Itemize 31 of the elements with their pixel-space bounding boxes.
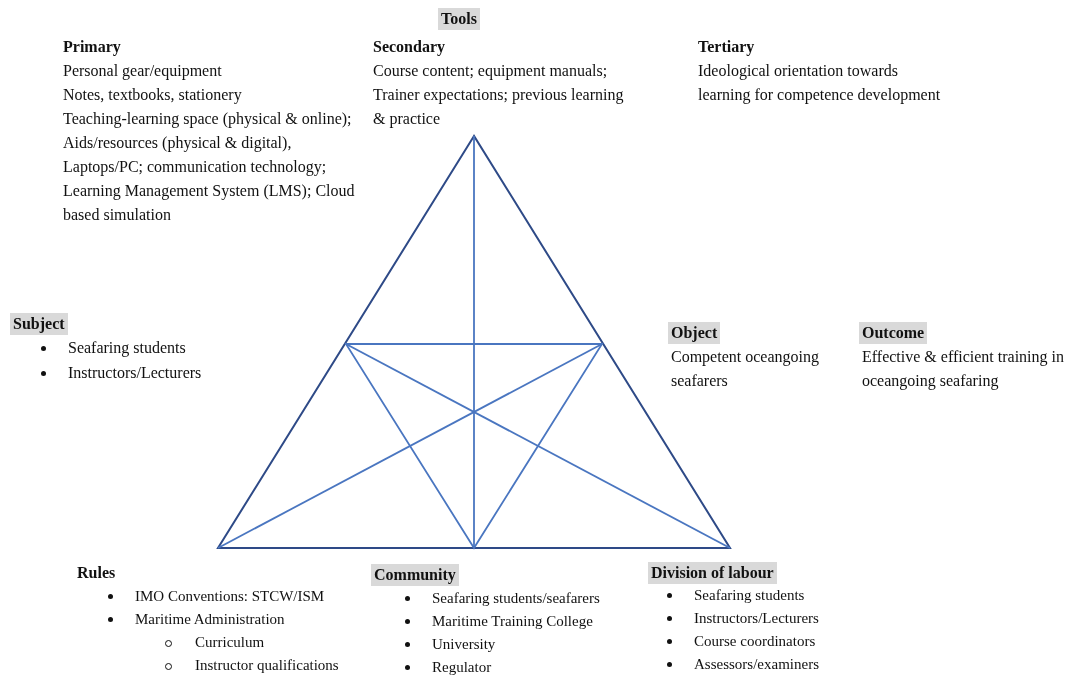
- heading-label: Rules: [74, 562, 119, 584]
- list-item: Course coordinators: [694, 632, 816, 651]
- heading-label: Tools: [438, 8, 480, 30]
- heading-label: Outcome: [859, 322, 928, 344]
- list-item: Instructors/Lecturers: [68, 363, 202, 383]
- description-text: Ideological orientation towards learning for competence development: [698, 61, 942, 106]
- subheading: Tertiary: [698, 37, 756, 58]
- heading-label: Subject: [10, 313, 68, 335]
- subheading: Secondary: [373, 37, 446, 58]
- list-item: Maritime Training College: [432, 612, 593, 631]
- description-text: Competent oceangoing seafarers: [671, 347, 820, 391]
- list-item: Seafaring students/seafarers: [432, 589, 600, 608]
- list-item: University: [432, 635, 496, 654]
- list-item: Instructor qualifications: [195, 656, 339, 675]
- description-text: Personal gear/equipment: [63, 61, 223, 82]
- list-item: Curriculum: [195, 633, 265, 652]
- list-item: Seafaring students: [694, 586, 805, 605]
- description-text: Notes, textbooks, stationery: [63, 85, 243, 106]
- list-item: Assessors/examiners: [694, 655, 819, 674]
- list-item: Maritime Administration: [135, 610, 285, 629]
- subheading: Primary: [63, 37, 122, 58]
- heading-label: Community: [371, 564, 459, 586]
- list-item: Regulator: [432, 658, 492, 676]
- heading-label: Object: [668, 322, 721, 344]
- heading-label: Division of labour: [648, 562, 777, 584]
- list-item: Seafaring students: [68, 338, 186, 359]
- description-text: Course content; equipment manuals; Trainer expectations; previous learning & practice: [373, 61, 625, 130]
- list-item: IMO Conventions: STCW/ISM: [135, 587, 325, 606]
- description-text: Effective & efficient training in oceangoing seafaring: [862, 347, 1065, 392]
- description-text: Teaching-learning space (physical & online); Aids/resources (physical & digital), Laptops/PC; communication technology; Learning Management System (LMS); Cloud based simulation: [63, 109, 356, 225]
- list-item: Instructors/Lecturers: [694, 609, 819, 628]
